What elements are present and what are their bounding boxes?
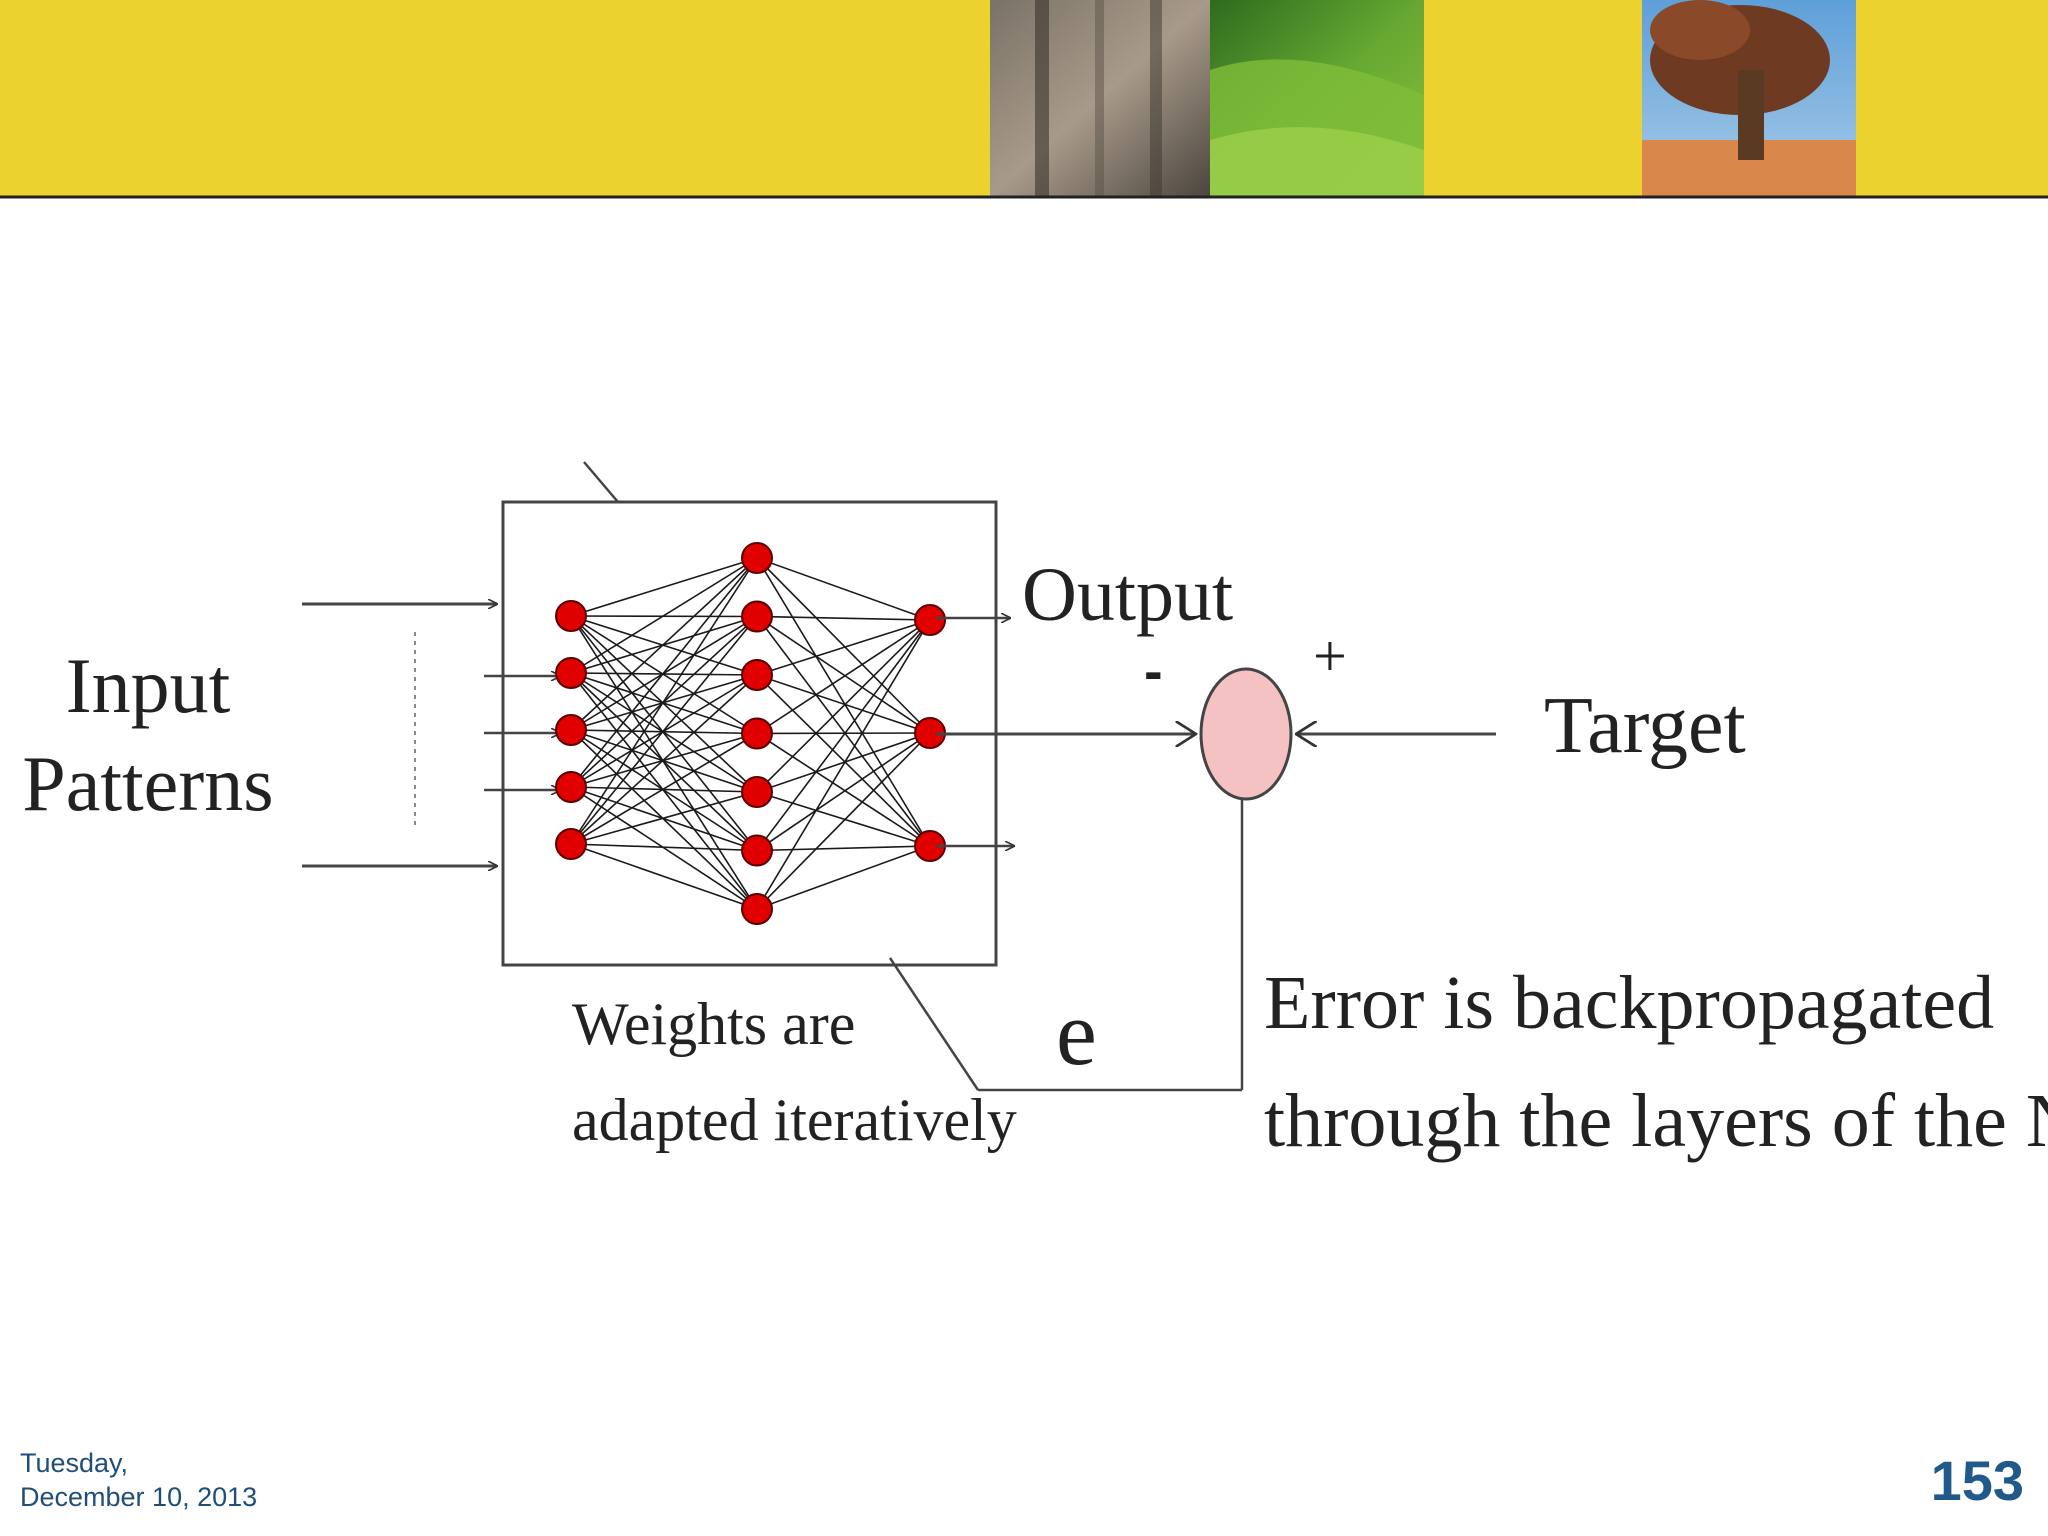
input-neuron: [555, 714, 587, 746]
backprop-note-line1: Error is backpropagated: [1264, 961, 1994, 1045]
backprop-note-line2: through the layers of the NN: [1264, 1079, 2048, 1163]
hidden-neuron: [741, 600, 773, 633]
input-label-line2: Patterns: [22, 740, 273, 827]
green-hills-photo: [1210, 0, 1424, 196]
network-neurons: [555, 542, 946, 925]
output-label: Output: [1022, 553, 1233, 637]
weight-connection: [756, 732, 931, 847]
weight-connection: [756, 674, 931, 734]
weight-connection: [570, 843, 758, 852]
input-neuron: [555, 657, 587, 689]
weight-connection: [756, 557, 931, 734]
footer-date-line1: Tuesday,: [20, 1448, 129, 1478]
weight-connection: [756, 674, 931, 847]
hidden-neuron: [741, 659, 773, 691]
footer-date: Tuesday, December 10, 2013: [20, 1446, 257, 1514]
weight-connection: [756, 732, 931, 910]
error-comparator: [1199, 667, 1293, 801]
weight-connection: [570, 791, 758, 845]
weight-connection: [756, 732, 931, 793]
weight-connection: [756, 619, 931, 910]
network-pointer-line: [583, 461, 619, 503]
weight-connection: [756, 845, 931, 910]
weight-connection: [756, 845, 931, 852]
hidden-neuron: [741, 776, 773, 808]
weight-connection: [756, 619, 931, 676]
weight-connection: [756, 619, 931, 851]
error-path-diagonal: [888, 957, 980, 1091]
hidden-neuron: [741, 717, 773, 750]
weight-connection: [570, 732, 758, 845]
plus-sign: +: [1313, 623, 1347, 689]
input-neuron: [555, 600, 587, 632]
error-symbol: e: [1056, 982, 1097, 1084]
target-label: Target: [1544, 682, 1746, 770]
page-number: 153: [1930, 1449, 2024, 1512]
input-neuron: [555, 771, 587, 803]
hidden-neuron: [741, 893, 773, 925]
weight-connection: [756, 619, 931, 735]
weight-connection: [570, 843, 758, 910]
output-neuron: [914, 604, 946, 636]
header-banner: [0, 0, 2048, 199]
weight-connection: [570, 557, 758, 731]
weight-connection: [570, 674, 758, 845]
network-connections: [570, 557, 931, 910]
hidden-neuron: [741, 542, 773, 574]
hidden-neuron: [741, 834, 773, 867]
weight-connection: [570, 557, 758, 674]
weight-connection: [756, 791, 931, 847]
weights-note-line2: adapted iteratively: [572, 1087, 1017, 1153]
weight-connection: [756, 557, 931, 621]
weight-connection: [570, 557, 758, 845]
tree-desert-photo: [1642, 0, 1856, 196]
misty-forest-photo: [990, 0, 1210, 196]
weight-connection: [756, 615, 931, 734]
input-neuron: [555, 828, 587, 860]
weights-note-line1: Weights are: [572, 991, 855, 1057]
weight-connection: [570, 557, 758, 788]
input-label-line1: Input: [66, 642, 231, 729]
weight-connection: [756, 616, 931, 847]
weight-connection: [756, 619, 931, 793]
weight-connection: [570, 557, 758, 617]
weight-connection: [756, 557, 931, 847]
weight-connection: [756, 732, 931, 735]
weight-connection: [570, 615, 758, 845]
footer-date-line2: December 10, 2013: [20, 1482, 258, 1512]
weight-connection: [756, 732, 931, 852]
minus-sign: -: [1144, 639, 1163, 702]
weight-connection: [756, 615, 931, 621]
